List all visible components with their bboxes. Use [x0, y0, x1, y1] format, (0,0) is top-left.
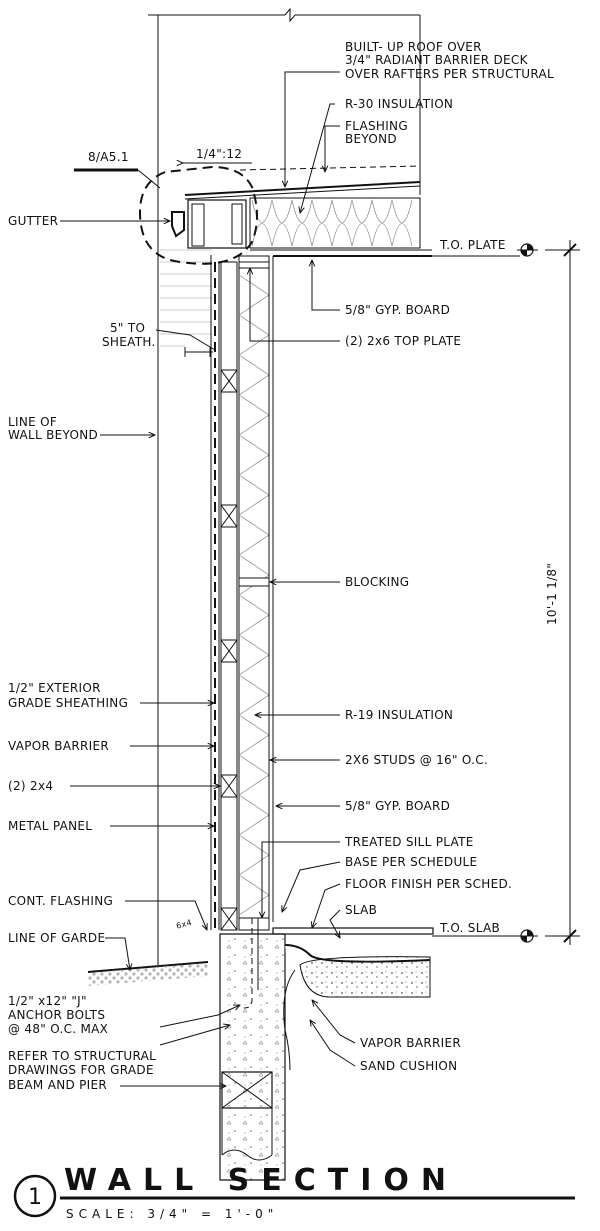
- label-slab: SLAB: [345, 903, 377, 917]
- scale-text: SCALE: 3/4" = 1'-0": [66, 1207, 278, 1221]
- label-gyp-bottom: 5/8" GYP. BOARD: [345, 799, 450, 813]
- label-sheath-1: 5" TO: [110, 321, 145, 335]
- detail-ref-text: 8/A5.1: [88, 150, 129, 164]
- to-slab-marker: [517, 929, 538, 943]
- label-sand: SAND CUSHION: [360, 1059, 457, 1073]
- label-r30: R-30 INSULATION: [345, 97, 453, 111]
- slope-text: 1/4":12: [196, 147, 242, 161]
- title-number: 1: [28, 1185, 42, 1210]
- title-block: 1 WALL SECTION SCALE: 3/4" = 1'-0": [13, 1163, 575, 1221]
- wall-beyond: [148, 7, 421, 965]
- callouts: BUILT- UP ROOF OVER 3/4" RADIANT BARRIER…: [8, 40, 559, 1092]
- label-studs: 2X6 STUDS @ 16" O.C.: [345, 753, 488, 767]
- level-markers: [432, 240, 580, 945]
- label-r19: R-19 INSULATION: [345, 708, 453, 722]
- label-anchor-1: 1/2" x12" "J": [8, 994, 87, 1008]
- label-to-plate: T.O. PLATE: [439, 238, 506, 252]
- label-ext-sheath-1: 1/2" EXTERIOR: [8, 681, 101, 695]
- slope-indicator: 1/4":12: [183, 147, 252, 163]
- label-blocking: BLOCKING: [345, 575, 409, 589]
- to-plate-marker: [517, 243, 538, 257]
- label-sheath-2: SHEATH.: [102, 335, 156, 349]
- label-anchor-3: @ 48" O.C. MAX: [8, 1022, 108, 1036]
- slab-foundation: [87, 927, 434, 1181]
- label-refer-3: BEAM AND PIER: [8, 1078, 107, 1092]
- label-roof-2: 3/4" RADIANT BARRIER DECK: [345, 53, 529, 67]
- label-cont-flashing: CONT. FLASHING: [8, 894, 113, 908]
- label-flashing-2: BEYOND: [345, 132, 397, 146]
- label-anchor-2: ANCHOR BOLTS: [8, 1008, 105, 1022]
- roof-insulation: [251, 199, 413, 247]
- label-vapor-barrier-2: VAPOR BARRIER: [360, 1036, 461, 1050]
- label-sill-size: 6x4: [175, 918, 193, 931]
- label-gyp-top: 5/8" GYP. BOARD: [345, 303, 450, 317]
- label-height-dim: 10'-1 1/8": [545, 563, 559, 625]
- label-sill-plate: TREATED SILL PLATE: [344, 835, 474, 849]
- label-wall-beyond-1: LINE OF: [8, 415, 57, 429]
- label-roof-3: OVER RAFTERS PER STRUCTURAL: [345, 67, 554, 81]
- label-to-slab: T.O. SLAB: [439, 921, 500, 935]
- label-gutter: GUTTER: [8, 214, 58, 228]
- label-ext-sheath-2: GRADE SHEATHING: [8, 696, 128, 710]
- label-wall-beyond-2: WALL BEYOND: [8, 428, 98, 442]
- label-metal-panel: METAL PANEL: [8, 819, 92, 833]
- 2x4-blocks: [220, 369, 238, 931]
- label-line-grade: LINE OF GARDE: [8, 931, 105, 945]
- label-refer-1: REFER TO STRUCTURAL: [8, 1049, 156, 1063]
- label-refer-2: DRAWINGS FOR GRADE: [8, 1063, 154, 1077]
- label-2x4: (2) 2x4: [8, 779, 53, 793]
- roof-assembly: [138, 165, 421, 265]
- label-flashing-1: FLASHING: [345, 119, 408, 133]
- label-base: BASE PER SCHEDULE: [345, 855, 477, 869]
- label-roof-1: BUILT- UP ROOF OVER: [345, 40, 482, 54]
- wall-assembly: [210, 249, 432, 1009]
- leaders: [60, 71, 356, 1086]
- label-floor-finish: FLOOR FINISH PER SCHED.: [345, 877, 512, 891]
- label-vapor-barrier: VAPOR BARRIER: [8, 739, 109, 753]
- detail-reference: 8/A5.1: [74, 150, 161, 189]
- label-top-plate: (2) 2x6 TOP PLATE: [345, 334, 461, 348]
- title-text: WALL SECTION: [64, 1163, 458, 1198]
